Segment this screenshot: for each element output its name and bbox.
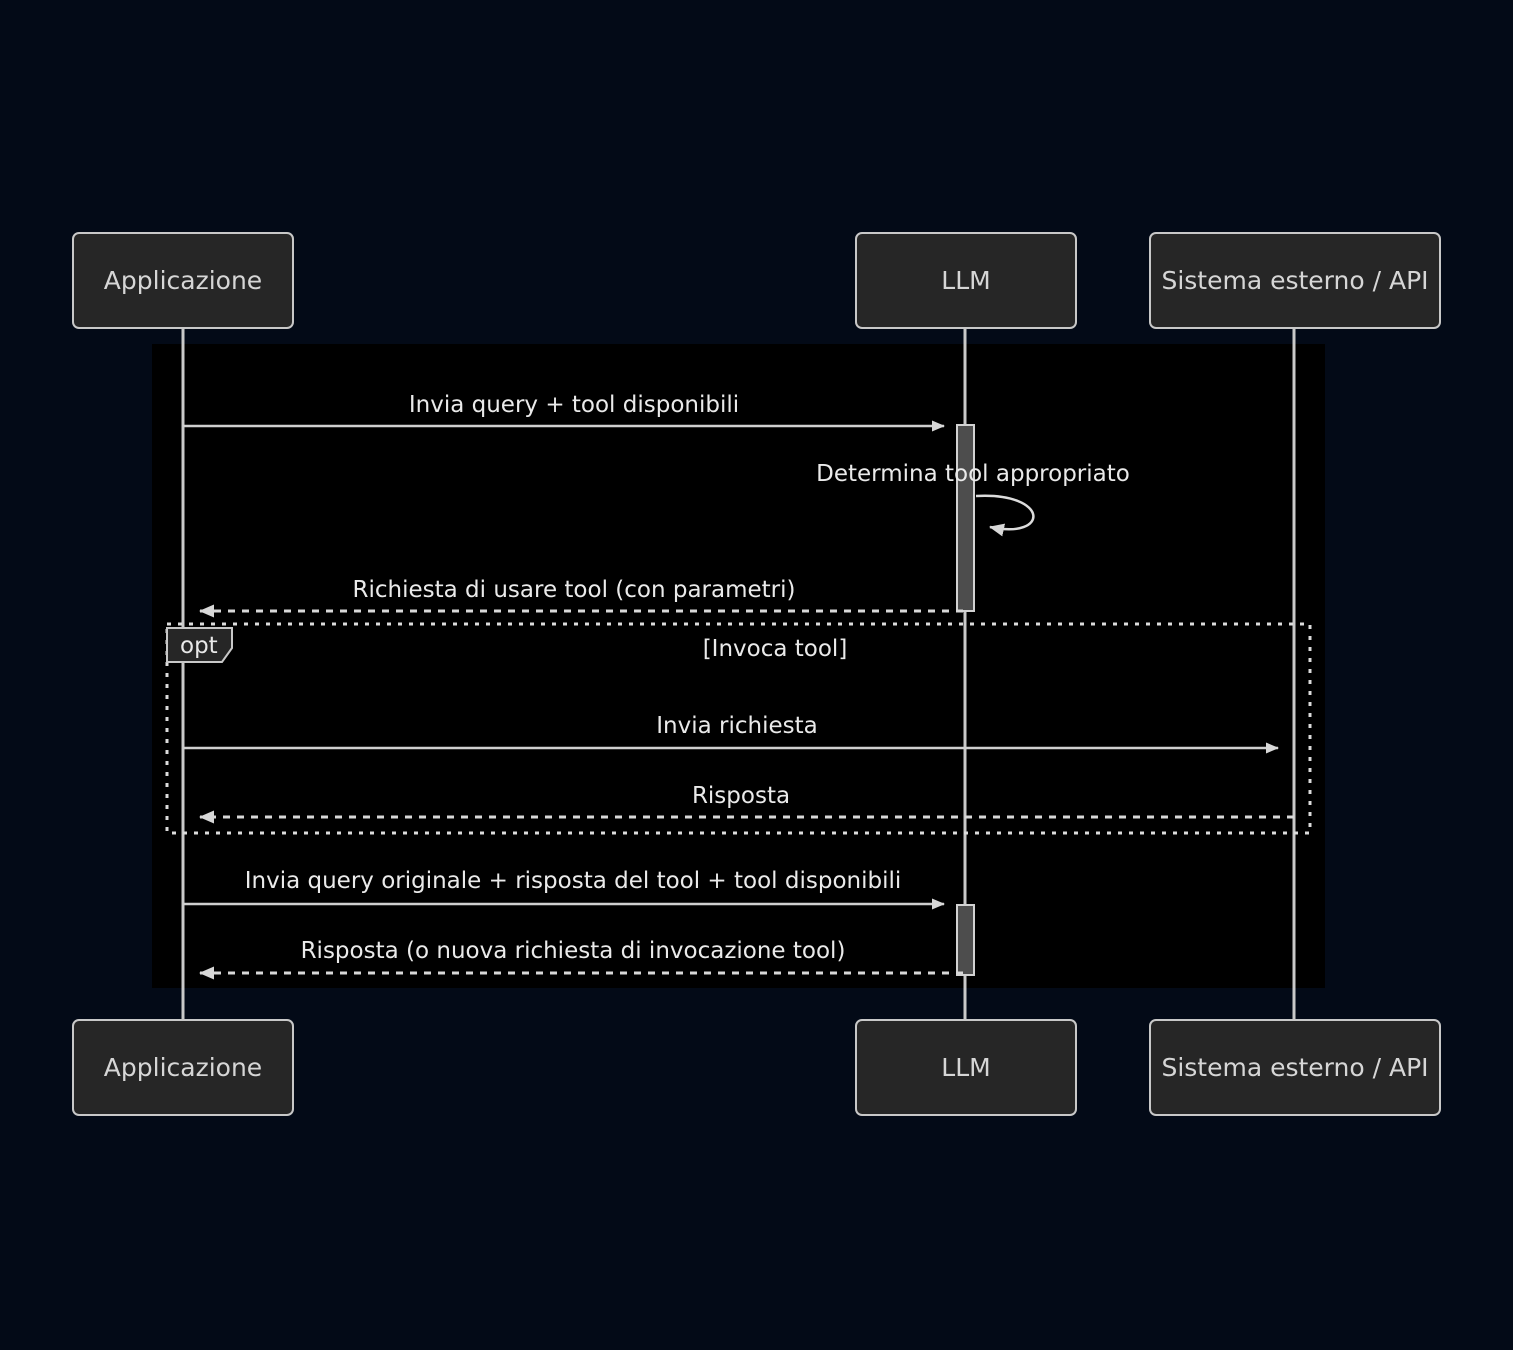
fragment-opt-tag: opt [166, 627, 233, 663]
participant-label-applicazione-bottom: Applicazione [104, 1053, 262, 1082]
participant-box-shape [855, 1019, 1077, 1116]
message-label-5: Risposta [692, 783, 790, 809]
message-label-2: Determina tool appropriato [816, 461, 1130, 487]
diagram-plot-area [152, 344, 1325, 988]
participant-label-llm-bottom: LLM [941, 1053, 990, 1082]
participant-box-shape [72, 232, 294, 329]
message-label-1: Invia query + tool disponibili [409, 392, 739, 418]
fragment-opt-tag-label: opt [180, 633, 218, 659]
participant-box-shape [1149, 1019, 1441, 1116]
message-label-7: Risposta (o nuova richiesta di invocazio… [301, 938, 846, 964]
participant-box-sistema-esterno-top[interactable]: Sistema esterno / API [1149, 232, 1441, 329]
participant-label-llm-top: LLM [941, 266, 990, 295]
activation-bar-llm-1 [956, 424, 975, 612]
participant-label-applicazione-top: Applicazione [104, 266, 262, 295]
participant-box-shape [1149, 232, 1441, 329]
message-label-3: Richiesta di usare tool (con parametri) [353, 577, 796, 603]
message-label-4: Invia richiesta [656, 713, 817, 739]
fragment-opt-tag-shape [166, 627, 233, 663]
participant-box-llm-bottom[interactable]: LLM [855, 1019, 1077, 1116]
participant-box-applicazione-top[interactable]: Applicazione [72, 232, 294, 329]
fragment-opt-border [165, 622, 1312, 835]
participant-box-applicazione-bottom[interactable]: Applicazione [72, 1019, 294, 1116]
participant-box-llm-top[interactable]: LLM [855, 232, 1077, 329]
message-self-loop-2 [975, 494, 1035, 537]
participant-box-sistema-esterno-bottom[interactable]: Sistema esterno / API [1149, 1019, 1441, 1116]
participant-box-shape [855, 232, 1077, 329]
fragment-opt-condition-label: [Invoca tool] [703, 636, 848, 662]
participant-label-sistema-esterno-top: Sistema esterno / API [1161, 266, 1428, 295]
message-label-6: Invia query originale + risposta del too… [245, 868, 902, 894]
participant-box-shape [72, 1019, 294, 1116]
participant-label-sistema-esterno-bottom: Sistema esterno / API [1161, 1053, 1428, 1082]
activation-bar-llm-2 [956, 904, 975, 976]
